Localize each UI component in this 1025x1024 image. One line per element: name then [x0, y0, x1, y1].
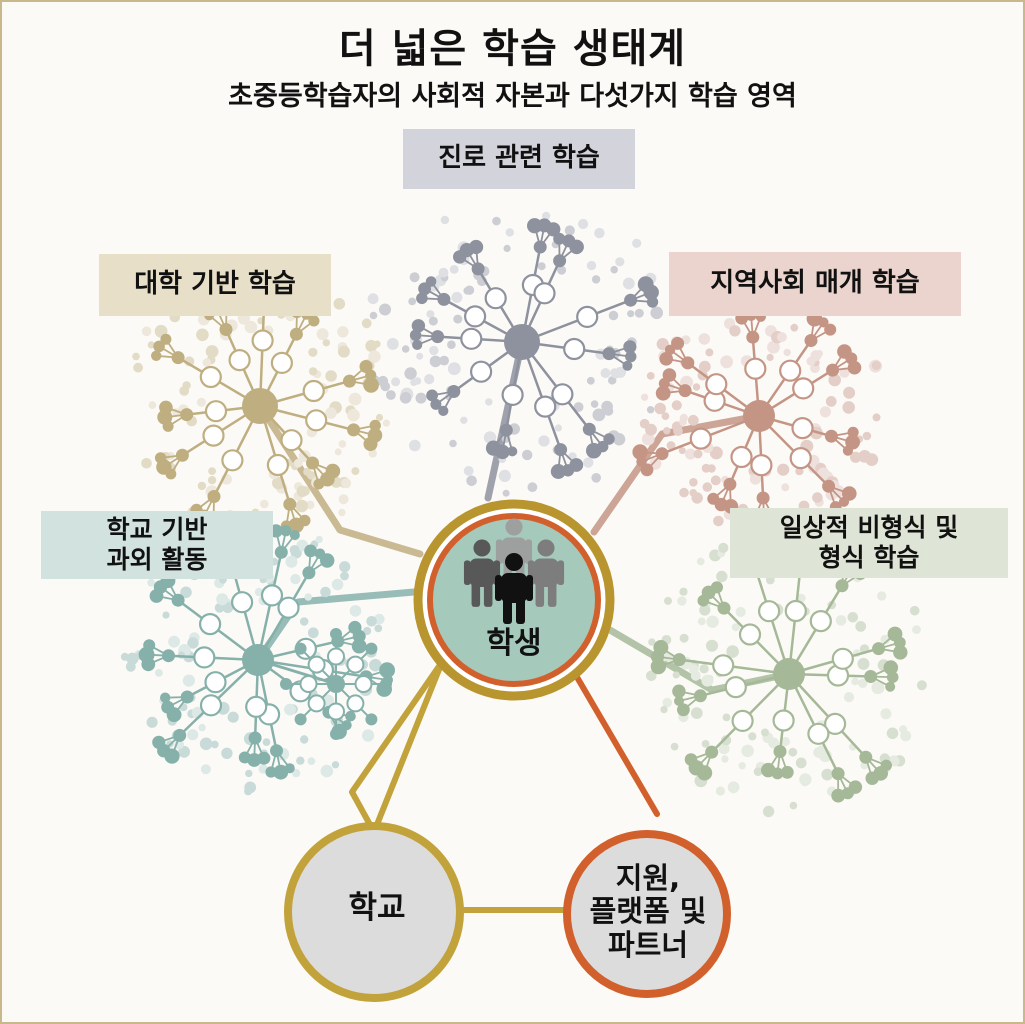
link-student-school-path [349, 660, 445, 834]
person-front-icon [495, 553, 533, 624]
domain-clusters [120, 211, 927, 818]
domain-label-community: 지역사회 매개 학습 [669, 252, 961, 316]
school-label: 학교 [348, 890, 406, 927]
relationship-triangle [349, 659, 660, 913]
support-circle [563, 830, 731, 998]
domain-label-university: 대학 기반 학습 [99, 254, 331, 316]
page-subtitle: 초중등학습자의 사회적 자본과 다섯가지 학습 영역 [228, 81, 797, 112]
cluster-hub [773, 658, 805, 690]
support-label: 지원, 플랫폼 및 파트너 [589, 860, 707, 962]
school-circle [284, 822, 464, 1002]
person-right-icon [527, 539, 565, 607]
domain-label-career: 진로 관련 학습 [403, 129, 635, 189]
link-student-support [571, 669, 660, 817]
cluster-hub [743, 400, 775, 432]
page-title: 더 넓은 학습 생태계 [338, 26, 687, 72]
person-left-icon [463, 539, 501, 607]
cluster-community [632, 284, 882, 544]
cluster-hub [242, 388, 278, 424]
domain-label-school-extracurricular: 학교 기반 과외 활동 [41, 511, 273, 579]
cluster-career [367, 211, 663, 497]
domain-label-informal-formal: 일상적 비형식 및 형식 학습 [730, 508, 1008, 578]
student-label: 학생 [486, 625, 542, 661]
people-group-icon [463, 518, 565, 624]
link-student-school [371, 659, 445, 835]
cluster-school-extracurricular-sub [257, 628, 392, 740]
cluster-hub [504, 324, 540, 360]
connector-community [590, 412, 763, 536]
